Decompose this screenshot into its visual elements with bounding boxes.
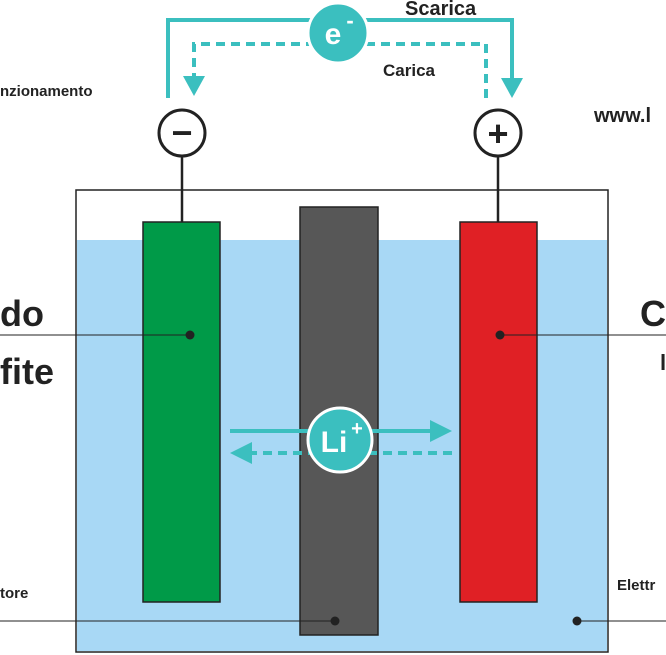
charge-label: Carica <box>383 61 436 80</box>
anode-leader-dot <box>185 330 195 340</box>
electron-symbol: e <box>325 18 342 51</box>
cathode-label-line-1: C <box>640 293 666 334</box>
li-discharge-arrow-head <box>430 420 452 442</box>
anode-label-line-2: fite <box>0 351 54 392</box>
electrolyte-leader-dot <box>572 616 582 626</box>
electron-charge: - <box>346 8 353 33</box>
cathode-label-line-2: l <box>660 350 666 375</box>
website-label-fragment: www.l <box>593 105 651 127</box>
charge-arrow-head <box>183 76 205 96</box>
electrolyte-label-fragment: Elettr <box>617 577 656 594</box>
function-label-fragment: nzionamento <box>0 83 93 100</box>
negative-terminal-symbol: − <box>171 112 192 153</box>
anode-label-line-1: do <box>0 293 44 334</box>
negative-terminal <box>157 108 207 158</box>
anode-electrode <box>142 221 221 603</box>
separator-leader-dot <box>330 616 340 626</box>
li-charge-arrow-head <box>230 442 252 464</box>
positive-terminal <box>473 108 523 158</box>
discharge-label: Scarica <box>405 0 477 20</box>
separator-label-fragment: tore <box>0 585 28 602</box>
lithium-ion-charge: + <box>351 418 363 440</box>
cathode-electrode <box>459 221 538 603</box>
discharge-arrow-head <box>501 78 523 98</box>
lithium-ion-badge <box>306 406 374 474</box>
cathode-leader-dot <box>495 330 505 340</box>
lithium-ion-symbol: Li <box>321 426 348 459</box>
electron-badge <box>306 1 370 65</box>
positive-terminal-symbol: + <box>487 113 508 154</box>
